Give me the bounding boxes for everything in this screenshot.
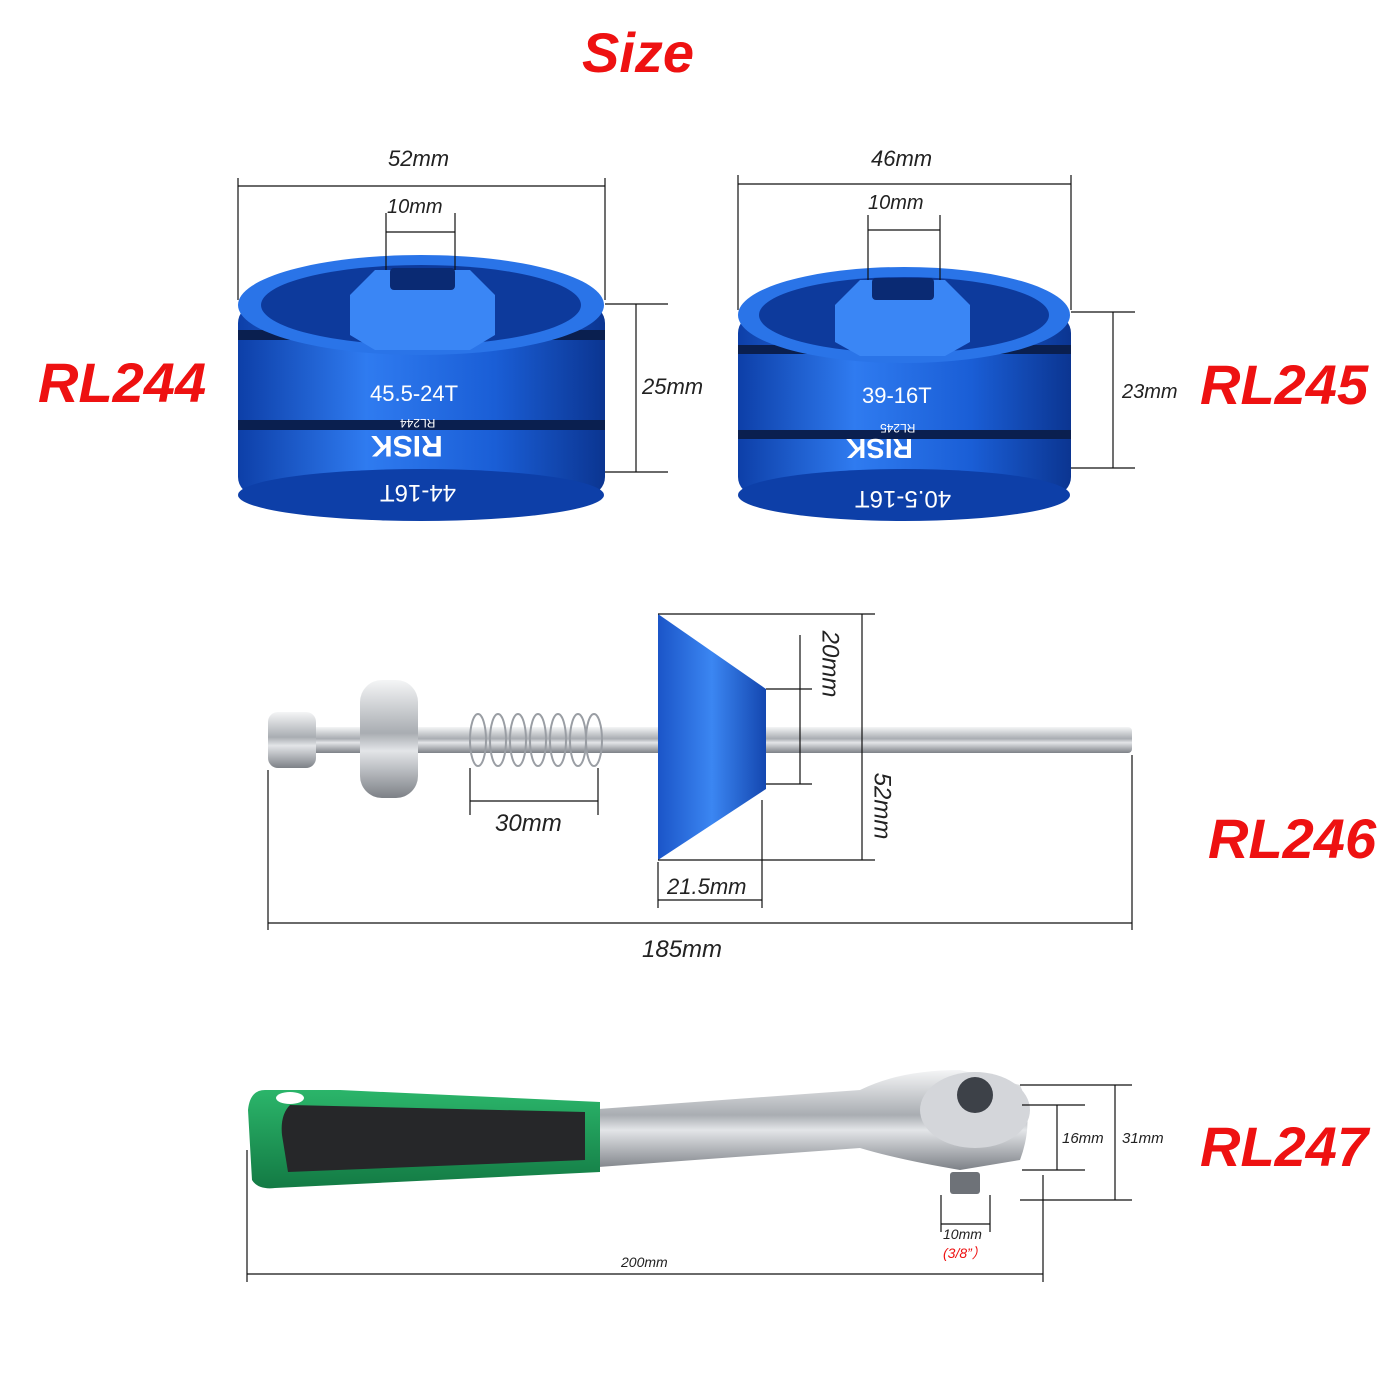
rl244-drive-text: 10mm	[387, 196, 443, 218]
rl247-handle-rubber	[281, 1105, 585, 1172]
rl245-drive-text: 10mm	[868, 192, 924, 214]
rl246-dimensions	[267, 613, 1133, 930]
rl245-socket	[738, 267, 1071, 521]
rl247-ratchet	[248, 1070, 1030, 1194]
rl246-cone	[658, 614, 766, 860]
rl245-dimensions	[737, 175, 1135, 469]
rl245-base	[738, 469, 1070, 521]
rl247-drive-text: 10mm	[943, 1226, 982, 1242]
rl245-drive-square	[872, 278, 934, 300]
rl245-engraving-bottom: 40.5-16T	[855, 485, 952, 512]
rl245-label: RL245	[1200, 353, 1369, 416]
rl244-body	[238, 305, 605, 495]
rl246-spring-text: 30mm	[495, 810, 562, 837]
rl245-model-mark: RL245	[880, 421, 916, 435]
rl245-height-text: 23mm	[1122, 381, 1178, 403]
rl245-hex-boss	[835, 280, 970, 356]
rl244-engraving-top: 45.5-24T	[370, 381, 459, 406]
rl244-brand-logo: RISK	[371, 429, 443, 462]
rl246-inner-text: 20mm	[816, 630, 844, 698]
rl246-puller	[268, 614, 1132, 860]
rl244-hex-boss	[350, 270, 495, 350]
rl244-width-text: 52mm	[388, 146, 450, 171]
rl247-drive-inch-text: (3/8”）	[943, 1245, 986, 1261]
page-title: Size	[582, 21, 695, 84]
rl247-chrome-shaft	[585, 1070, 1028, 1170]
rl244-model-mark: RL244	[400, 416, 436, 430]
rl244-socket	[238, 255, 605, 521]
rl246-knurled-knob	[360, 680, 418, 798]
rl245-width-text: 46mm	[871, 146, 933, 171]
rl245-brand-logo: RISK	[846, 433, 913, 464]
rl247-label: RL247	[1200, 1115, 1369, 1178]
rl244-groove-bottom	[238, 420, 605, 430]
rl246-cone-depth-text: 21.5mm	[667, 874, 747, 899]
rl247-drive-square	[950, 1172, 980, 1194]
rl247-hang-hole	[276, 1092, 304, 1104]
rl244-label: RL244	[38, 351, 207, 414]
rl247-dimensions	[246, 1084, 1132, 1282]
rl246-length-text: 185mm	[642, 936, 723, 963]
rl247-length-text: 200mm	[621, 1254, 668, 1270]
rl246-bolt-head	[268, 712, 316, 768]
rl245-body	[738, 315, 1071, 495]
rl247-outer-text: 31mm	[1122, 1130, 1164, 1147]
rl246-label: RL246	[1208, 807, 1377, 870]
rl246-outer-text: 52mm	[868, 772, 896, 840]
rl244-base	[238, 469, 604, 521]
rl247-selector	[957, 1077, 993, 1113]
rl246-spring	[469, 713, 603, 767]
rl244-engraving-bottom: 44-16T	[380, 479, 457, 506]
rl244-drive-square	[390, 268, 455, 290]
rl245-engraving-top: 39-16T	[862, 383, 932, 408]
rl245-groove-bottom	[738, 430, 1071, 439]
rl247-inner-text: 16mm	[1062, 1130, 1104, 1147]
rl244-dimensions	[237, 178, 668, 473]
rl244-height-text: 25mm	[642, 374, 704, 399]
